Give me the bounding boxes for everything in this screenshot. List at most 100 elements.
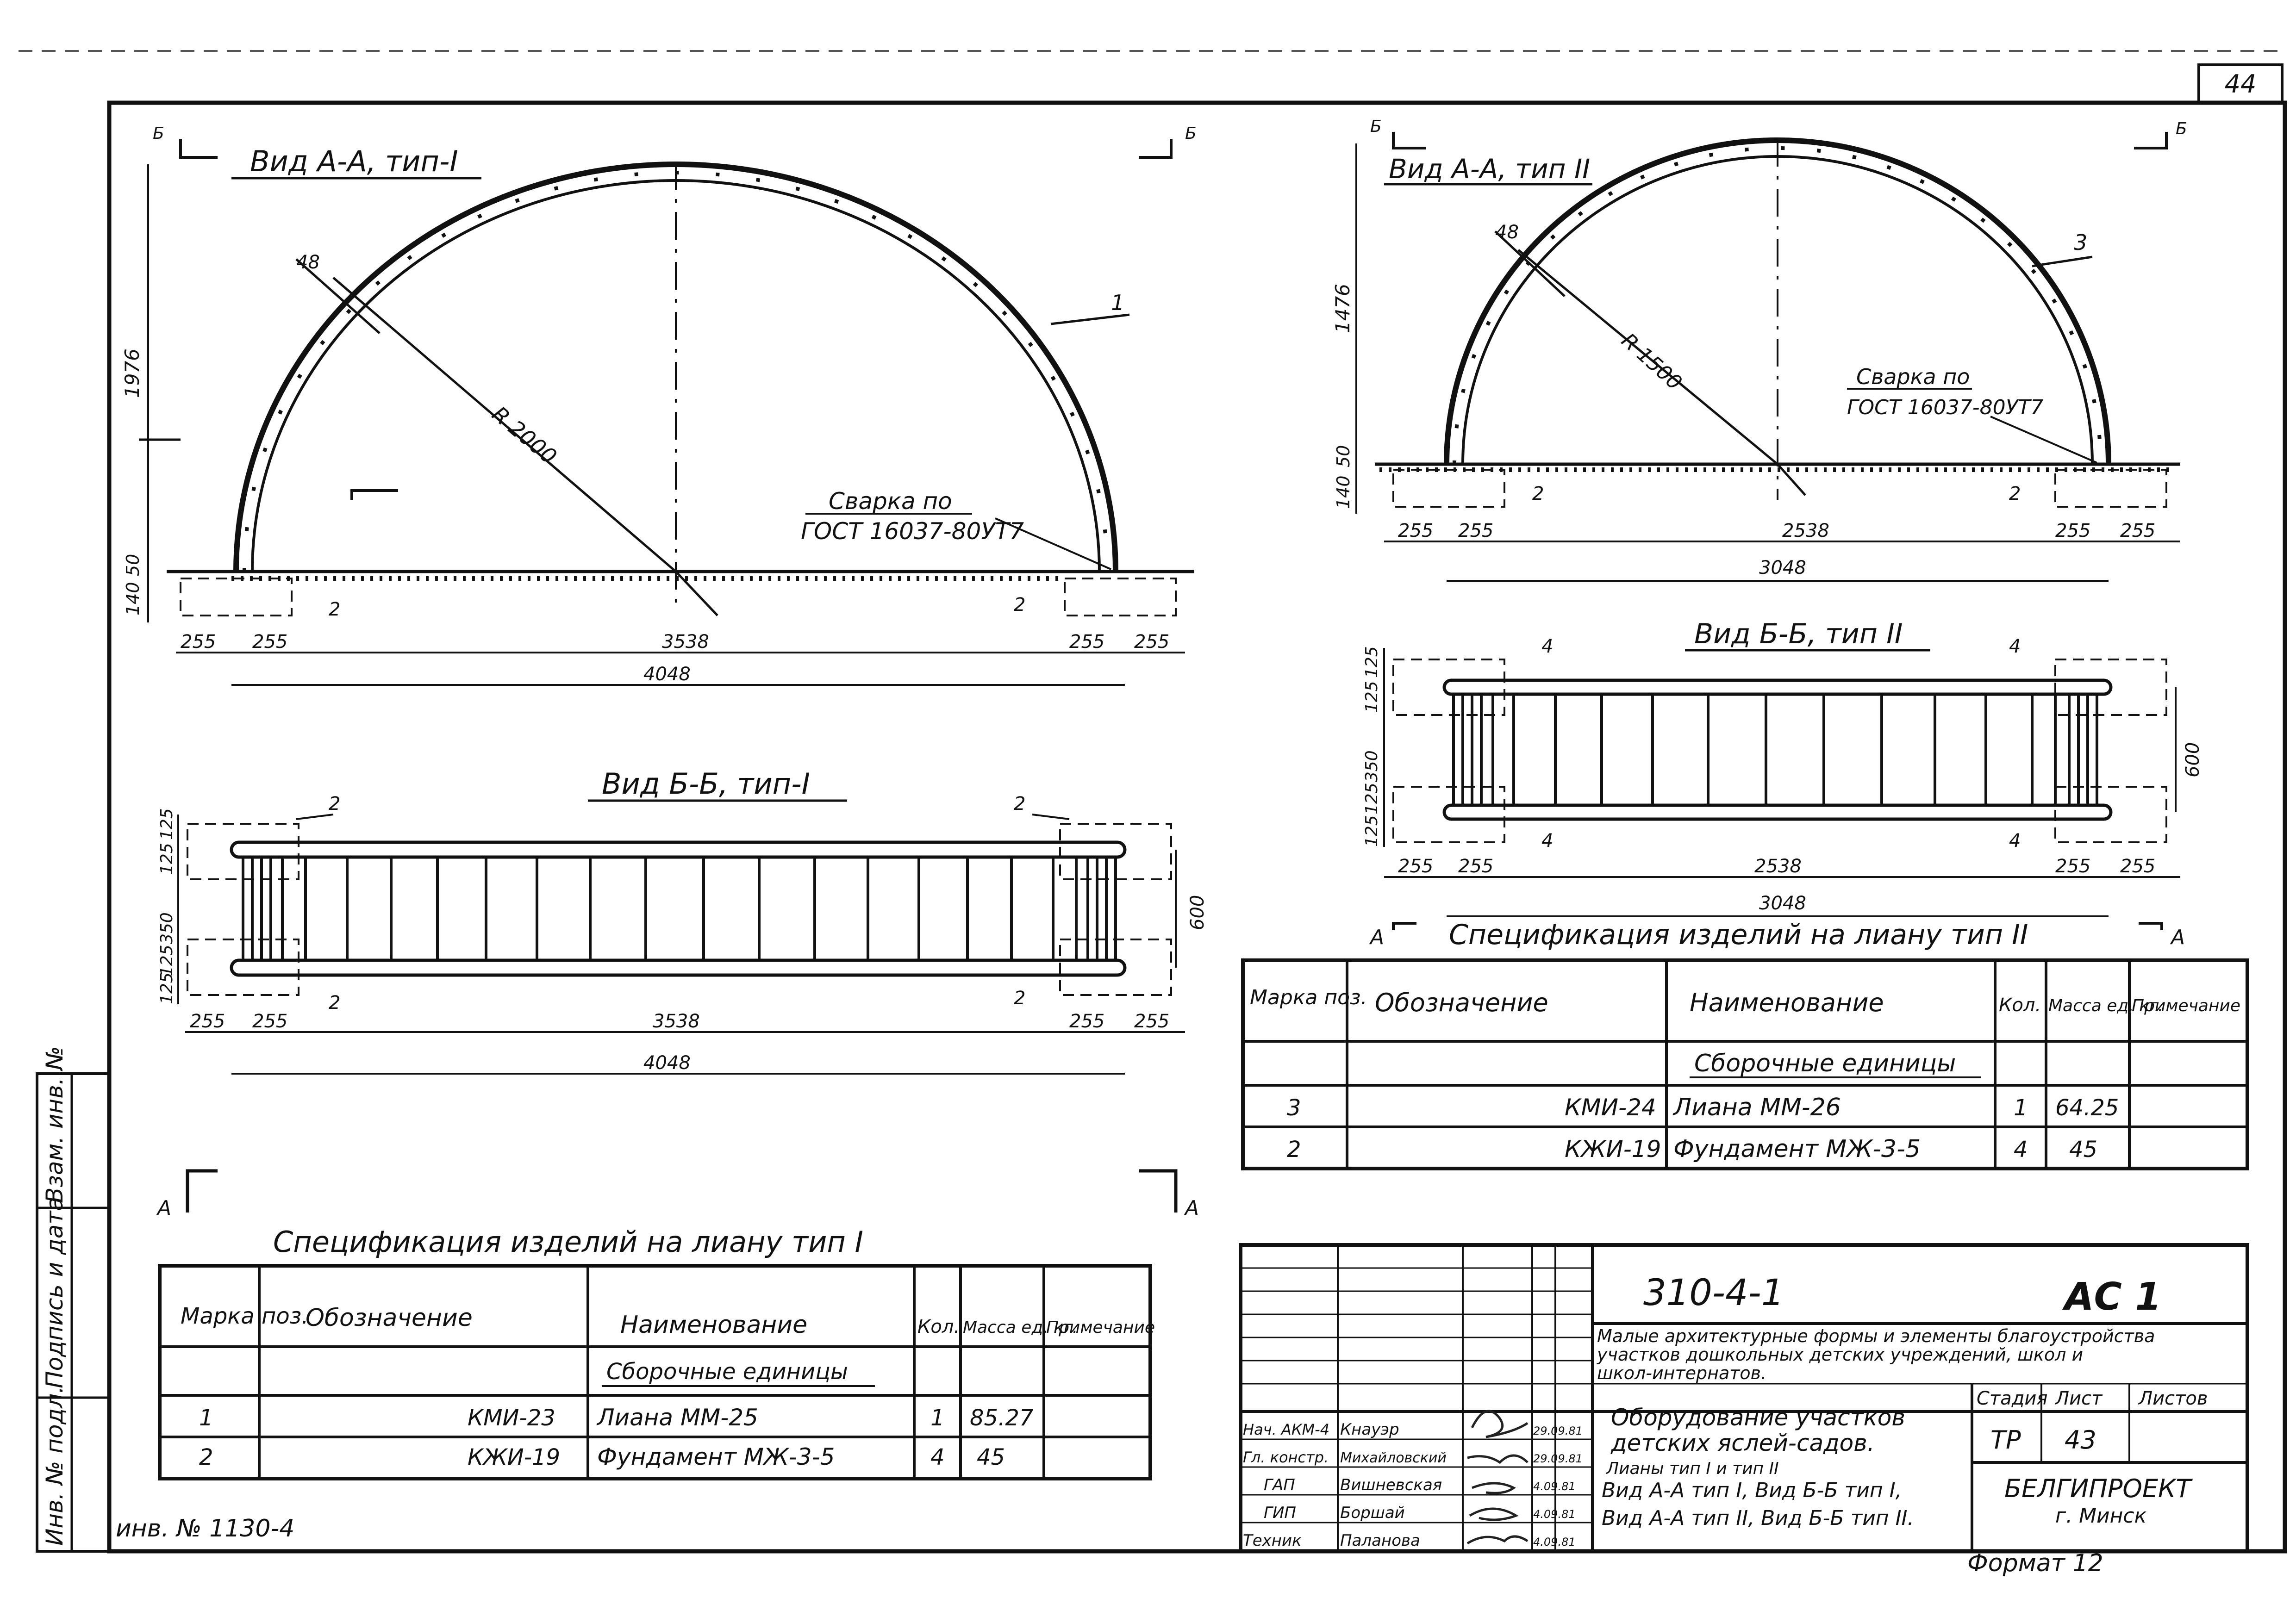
side-label-replace: Взам. инв. № <box>41 1046 68 1203</box>
view-plan-type-2: Вид Б-Б, тип II 4 4 4 4 125 125 350 125 <box>1362 618 2203 917</box>
surname: Михайловский <box>1340 1450 1447 1466</box>
dim: 255 <box>181 631 216 653</box>
cell-mass: 45 <box>977 1444 1005 1470</box>
cut-mark: Б <box>1370 117 1382 136</box>
tube-label: 48 <box>1495 222 1519 243</box>
dim: 125 <box>157 843 176 875</box>
role: Техник <box>1243 1531 1302 1550</box>
spec-table-type-2: А А Спецификация изделий на лиану тип II… <box>1241 919 2249 1170</box>
header-cell: Примечание <box>2132 996 2240 1015</box>
width-dim: 600 <box>2182 742 2203 777</box>
dim: 255 <box>252 1011 287 1032</box>
header-cell: Обозначение <box>1375 988 1548 1017</box>
project-line-2: участков дошкольных детских учреждений, … <box>1597 1344 2083 1365</box>
base-dim: 50 <box>123 554 143 576</box>
weld-note-2: ГОСТ 16037-80УТ7 <box>1847 396 2043 419</box>
dim: 255 <box>1134 631 1169 653</box>
dim: 255 <box>2055 520 2090 541</box>
dim: 125 <box>157 945 176 976</box>
surname: Паланова <box>1340 1531 1420 1550</box>
header-cell: Масса ед. кг. <box>2048 996 2163 1015</box>
side-label-sign: Подпись и дата <box>41 1197 68 1388</box>
cell-name: Лиана ММ-26 <box>1672 1094 1841 1121</box>
dim: 255 <box>1398 520 1433 541</box>
view-arch-type-2: Б Б Вид А-А, тип II R 1500 48 3 Сварка п… <box>1331 117 2187 582</box>
cut-mark: Б <box>153 124 164 143</box>
width-dim: 600 <box>1187 895 1208 930</box>
desc-line-5: Вид А-А тип II, Вид Б-Б тип II. <box>1602 1506 1914 1530</box>
signature-row: ГИП Боршай 4.09.81 <box>1264 1504 1576 1522</box>
dim: 255 <box>190 1011 225 1032</box>
base-dim: 140 <box>1333 475 1354 509</box>
header-cell: Марка поз. <box>1250 986 1367 1009</box>
signature-row: Нач. АКМ-4 Кнауэр 29.09.81 <box>1243 1420 1583 1439</box>
cell-mass: 85.27 <box>970 1405 1034 1431</box>
foundation-label: 2 <box>2009 483 2021 504</box>
foundation-label: 2 <box>1014 594 1025 616</box>
surname: Кнауэр <box>1340 1420 1399 1439</box>
header-cell: Наименование <box>620 1311 807 1339</box>
cell-code: КМИ-23 <box>468 1405 555 1431</box>
header-cell: Кол. <box>917 1316 960 1337</box>
cell-code: КЖИ-19 <box>468 1444 560 1470</box>
foundation-label: 4 <box>2009 636 2021 657</box>
sheets-header: Листов <box>2138 1388 2208 1409</box>
cell-name: Фундамент МЖ-3-5 <box>597 1443 835 1470</box>
table-row: 2 КЖИ-19 Фундамент МЖ-3-5 4 45 <box>199 1443 1005 1470</box>
weld-note-1: Сварка по <box>829 488 952 515</box>
foundation-label: 2 <box>329 599 340 620</box>
date: 29.09.81 <box>1533 1424 1583 1437</box>
org-city: г. Минск <box>2055 1504 2147 1528</box>
dim: 255 <box>1134 1011 1169 1032</box>
section-mark: А <box>1369 926 1384 949</box>
header-cell: Марка поз. <box>181 1303 309 1329</box>
role: Нач. АКМ-4 <box>1243 1421 1329 1438</box>
spec-title: Спецификация изделий на лиану тип II <box>1449 919 2028 951</box>
dim: 255 <box>1069 631 1104 653</box>
stage-header: Стадия <box>1977 1388 2047 1409</box>
dim: 3538 <box>653 1011 700 1032</box>
side-stamp: Инв. № подл. Подпись и дата Взам. инв. № <box>36 1046 110 1553</box>
header-cell: Масса ед. кг. <box>963 1318 1078 1337</box>
signatures <box>1466 1410 1529 1545</box>
weld-note-1: Сварка по <box>1856 364 1970 389</box>
group-label: Сборочные единицы <box>606 1359 848 1385</box>
foundation-label: 2 <box>329 992 340 1014</box>
dim: 125 <box>1362 783 1381 815</box>
cell-pos: 3 <box>1287 1095 1301 1121</box>
section-mark: А <box>1184 1196 1199 1220</box>
foundation-label: 4 <box>1541 830 1553 852</box>
weld-note-2: ГОСТ 16037-80УТ7 <box>801 518 1024 545</box>
spec-table-type-1: Спецификация изделий на лиану тип I Марк… <box>158 1225 1155 1480</box>
sheet-value: 43 <box>2065 1425 2096 1455</box>
cell-pos: 2 <box>1287 1137 1301 1163</box>
foundation-label: 4 <box>1541 636 1553 657</box>
height-dim: 1476 <box>1331 284 1354 333</box>
project-line-3: школ-интернатов. <box>1597 1363 1766 1383</box>
section-mark: А <box>156 1196 171 1220</box>
cell-name: Лиана ММ-25 <box>596 1404 758 1431</box>
sheet-number-box <box>2197 63 2284 104</box>
group-label: Сборочные единицы <box>1694 1050 1956 1077</box>
base-dim: 140 <box>123 582 143 616</box>
radius-label: R 2000 <box>487 401 562 469</box>
dim: 255 <box>2120 856 2155 877</box>
table-row: 2 КЖИ-19 Фундамент МЖ-3-5 4 45 <box>1287 1135 2097 1163</box>
view-title: Вид А-А, тип II <box>1389 153 1590 185</box>
view-title: Вид Б-Б, тип II <box>1694 618 1903 650</box>
date: 4.09.81 <box>1533 1508 1576 1521</box>
dim: 255 <box>2120 520 2155 541</box>
dim: 255 <box>1398 856 1433 877</box>
foundation-label: 2 <box>329 793 340 815</box>
table-row: 1 КМИ-23 Лиана ММ-25 1 85.27 <box>199 1404 1034 1431</box>
dim: 125 <box>1362 646 1381 678</box>
cell-qty: 4 <box>930 1444 945 1470</box>
cell-mass: 45 <box>2069 1137 2097 1163</box>
tube-label: 48 <box>296 252 320 273</box>
dim: 255 <box>1069 1011 1104 1032</box>
header-cell: Наименование <box>1690 988 1884 1017</box>
cell-code: КМИ-24 <box>1565 1094 1656 1121</box>
dim: 350 <box>157 912 176 944</box>
side-label-orig: Инв. № подл. <box>41 1386 68 1546</box>
